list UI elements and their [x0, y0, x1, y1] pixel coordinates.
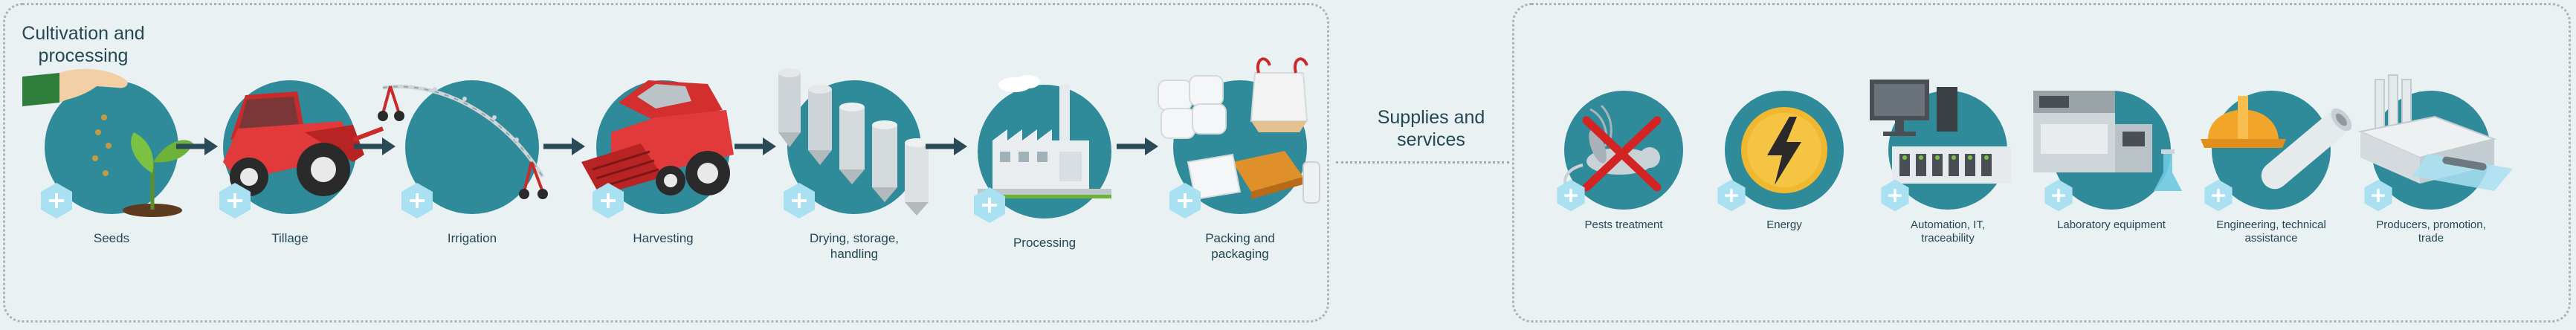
stage-seeds[interactable]: Seeds	[22, 68, 193, 326]
helmet-pipe-icon	[2201, 96, 2352, 190]
cultivation-panel	[3, 3, 1329, 323]
stage-disc	[978, 75, 1111, 219]
combine-harvester-icon	[581, 80, 734, 195]
stage-label: Tillage	[271, 231, 309, 245]
plus-badge-icon[interactable]	[2201, 178, 2236, 213]
stage-label: Harvesting	[633, 231, 694, 245]
plus-badge-icon[interactable]	[970, 186, 1009, 224]
plus-badge-icon[interactable]	[216, 181, 254, 220]
plus-badge-icon[interactable]	[2041, 178, 2076, 213]
supply-disc	[1725, 91, 1844, 210]
pest-cross-icon	[1563, 104, 1662, 192]
plus-badge-icon[interactable]	[1166, 181, 1204, 220]
supply-label: Pests treatment	[1584, 219, 1663, 231]
stage-tillage[interactable]: Tillage	[216, 80, 384, 326]
irrigation-pivot-icon	[378, 85, 548, 199]
supply-label: Automation, IT, traceability	[1910, 219, 1986, 245]
plus-badge-icon[interactable]	[1878, 178, 1912, 213]
packaging-bags-icon	[1158, 57, 1320, 204]
stage-disc	[778, 68, 929, 216]
supply-pests-treatment[interactable]: Pests treatment	[1557, 3, 1691, 248]
supply-disc	[2201, 91, 2352, 210]
cultivation-title: Cultivation and processing	[22, 23, 145, 66]
seeds-hand-sprout-icon	[22, 68, 193, 217]
flow-arrow-icon	[176, 135, 219, 158]
lab-equipment-icon	[2033, 91, 2182, 191]
lightning-icon	[1741, 107, 1827, 193]
flow-arrow-icon	[926, 135, 969, 158]
stage-irrigation[interactable]: Irrigation	[378, 80, 548, 326]
stage-label: Processing	[1013, 236, 1076, 250]
stage-label: Drying, storage, handling	[810, 231, 899, 261]
computer-control-icon	[1870, 80, 2011, 184]
stage-disc	[22, 68, 193, 217]
panel-connector-line	[1336, 161, 1509, 164]
supply-producers-trade[interactable]: Producers, promotion, trade	[2357, 3, 2513, 248]
supply-label: Energy	[1766, 219, 1802, 231]
plus-badge-icon[interactable]	[37, 181, 76, 220]
grain-silos-icon	[778, 68, 929, 216]
plus-badge-icon[interactable]	[1554, 178, 1588, 213]
stage-drying-storage[interactable]: Drying, storage, handling	[778, 68, 929, 326]
supply-disc	[2033, 91, 2182, 210]
flow-arrow-icon	[543, 135, 587, 158]
supplies-panel	[1512, 3, 2571, 323]
processing-plant-icon	[2357, 74, 2513, 191]
supply-label: Laboratory equipment	[2057, 219, 2166, 231]
plus-badge-icon[interactable]	[589, 181, 627, 220]
stage-harvesting[interactable]: Harvesting	[581, 80, 737, 326]
stage-label: Packing and packaging	[1205, 231, 1275, 261]
flow-arrow-icon	[354, 135, 397, 158]
supply-engineering[interactable]: Engineering, technical assistance	[2201, 3, 2352, 248]
supplies-title: Supplies and services	[1377, 107, 1485, 150]
stage-label: Irrigation	[447, 231, 497, 245]
stage-packing[interactable]: Packing and packaging	[1158, 57, 1320, 326]
stage-disc	[1158, 57, 1320, 214]
plus-badge-icon[interactable]	[2361, 178, 2395, 213]
supply-label: Producers, promotion, trade	[2376, 219, 2486, 245]
supply-laboratory[interactable]: Laboratory equipment	[2033, 3, 2182, 248]
flow-arrow-icon	[735, 135, 778, 158]
factory-icon	[978, 75, 1111, 198]
supply-energy[interactable]: Energy	[1717, 3, 1851, 248]
stage-label: Seeds	[93, 231, 130, 245]
supply-label: Engineering, technical assistance	[2216, 219, 2326, 245]
stage-processing[interactable]: Processing	[970, 75, 1119, 330]
flow-arrow-icon	[1117, 135, 1160, 158]
supply-automation[interactable]: Automation, IT, traceability	[1870, 3, 2015, 248]
plus-badge-icon[interactable]	[398, 181, 436, 220]
supply-disc	[1870, 80, 2011, 210]
plus-badge-icon[interactable]	[1714, 178, 1749, 213]
plus-badge-icon[interactable]	[780, 181, 819, 220]
